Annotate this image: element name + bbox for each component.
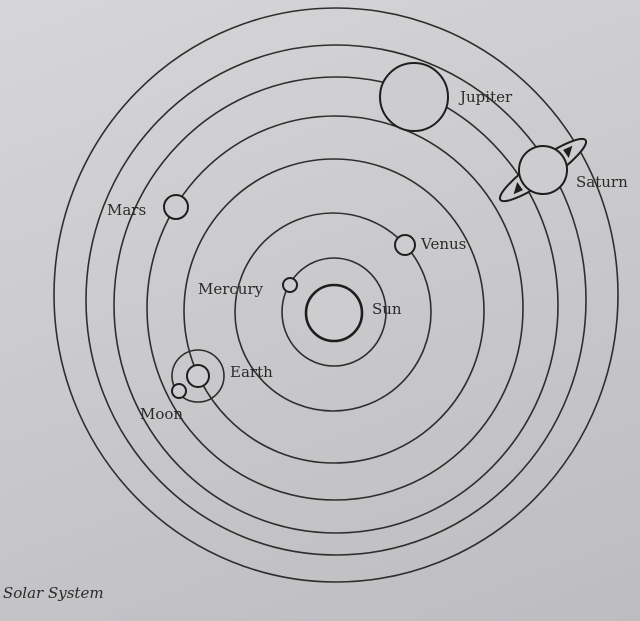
label-earth: Earth — [230, 363, 273, 381]
orbit-saturn — [85, 44, 587, 556]
moon — [171, 383, 187, 399]
label-venus: Venus — [421, 235, 467, 253]
label-jupiter: Jupiter — [460, 88, 513, 106]
label-mercury: Mercury — [198, 280, 264, 298]
caption: Solar System — [3, 584, 104, 602]
mercury — [282, 277, 298, 293]
orbit-venus — [234, 212, 432, 412]
earth — [186, 364, 210, 388]
mars — [163, 194, 189, 220]
orbit-mercury — [281, 257, 387, 367]
label-saturn: Saturn — [576, 173, 628, 191]
orbit-mars — [146, 115, 524, 501]
jupiter — [379, 62, 449, 132]
orbit-outer — [53, 7, 619, 583]
moon-orbit — [171, 349, 225, 403]
sun — [304, 283, 364, 343]
label-sun: Sun — [372, 300, 402, 318]
venus — [394, 234, 416, 256]
orbits — [53, 7, 619, 583]
label-moon: Moon — [140, 405, 184, 423]
saturn — [498, 137, 588, 203]
orbit-earth — [183, 158, 485, 464]
orbit-jupiter — [113, 76, 559, 534]
label-mars: Mars — [107, 201, 147, 219]
